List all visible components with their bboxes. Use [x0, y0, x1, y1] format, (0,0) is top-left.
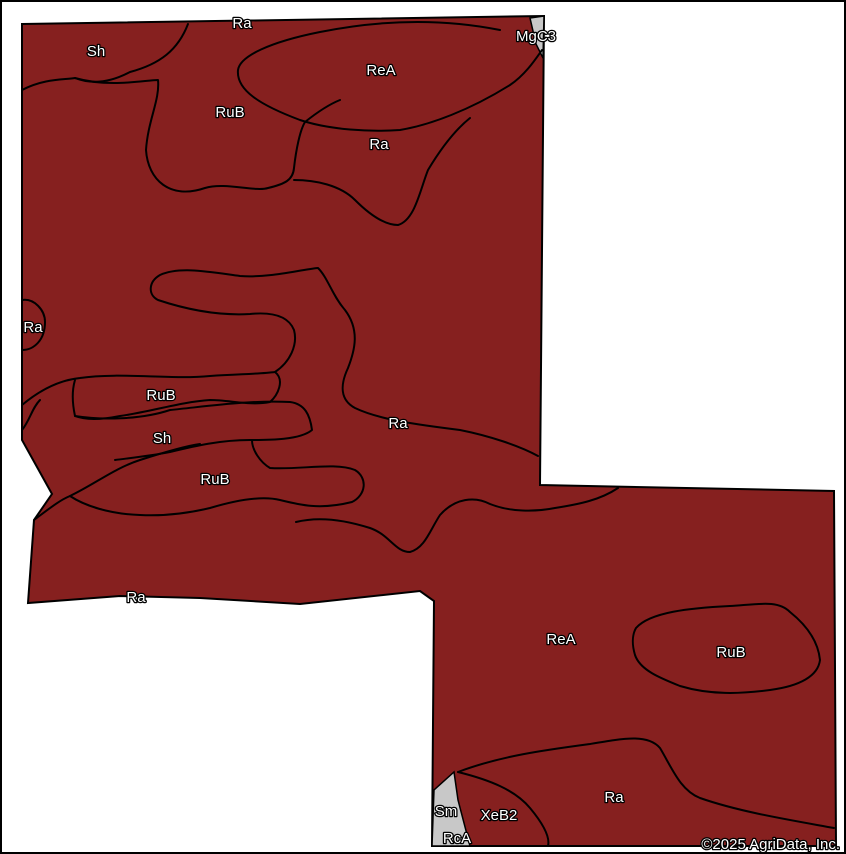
- boundary-ra-north: [293, 117, 471, 226]
- boundary-ra-south: [33, 487, 619, 553]
- soil-label-sh-center: Sh: [153, 430, 171, 447]
- soil-label-sh-nw: Sh: [87, 43, 105, 60]
- soil-label-rub-north: RuB: [215, 104, 244, 121]
- boundary-rub-center: [69, 439, 365, 517]
- soil-label-ra-west: Ra: [23, 319, 43, 336]
- soil-label-rca: RcA: [443, 830, 471, 847]
- boundary-ra-west: [21, 298, 46, 351]
- soil-label-rea-north: ReA: [366, 62, 395, 79]
- boundary-xeb2: [457, 771, 550, 847]
- boundary-sh-north: [21, 23, 189, 91]
- soil-label-ra-south: Ra: [126, 589, 146, 606]
- soil-label-ra-southeast: Ra: [604, 789, 624, 806]
- soil-label-rub-center: RuB: [200, 471, 229, 488]
- soil-label-mgc3: MgC3: [516, 28, 556, 45]
- soil-label-ra-north: Ra: [369, 136, 389, 153]
- soil-label-sm: Sm: [435, 803, 458, 820]
- boundary-ra-center-lobe: [149, 267, 539, 457]
- soil-label-rub-west: RuB: [146, 387, 175, 404]
- boundary-sh-center: [21, 399, 313, 461]
- boundary-rub-east: [631, 602, 821, 694]
- soil-label-ra-top: Ra: [232, 15, 252, 32]
- minor-inclusion-sm: [431, 770, 471, 847]
- copyright-notice: ©2025 AgriData, Inc.: [701, 836, 840, 853]
- soil-label-xeb2: XeB2: [481, 807, 518, 824]
- soil-label-rub-east: RuB: [716, 644, 745, 661]
- field-polygon: [21, 14, 838, 847]
- boundary-ra-southeast: [457, 737, 835, 829]
- boundary-rub-north: [74, 77, 341, 193]
- soil-label-rea-east: ReA: [546, 631, 575, 648]
- minor-inclusion-mgc3: [529, 15, 545, 59]
- boundary-rea-north: [236, 20, 543, 132]
- soil-label-ra-center: Ra: [388, 415, 408, 432]
